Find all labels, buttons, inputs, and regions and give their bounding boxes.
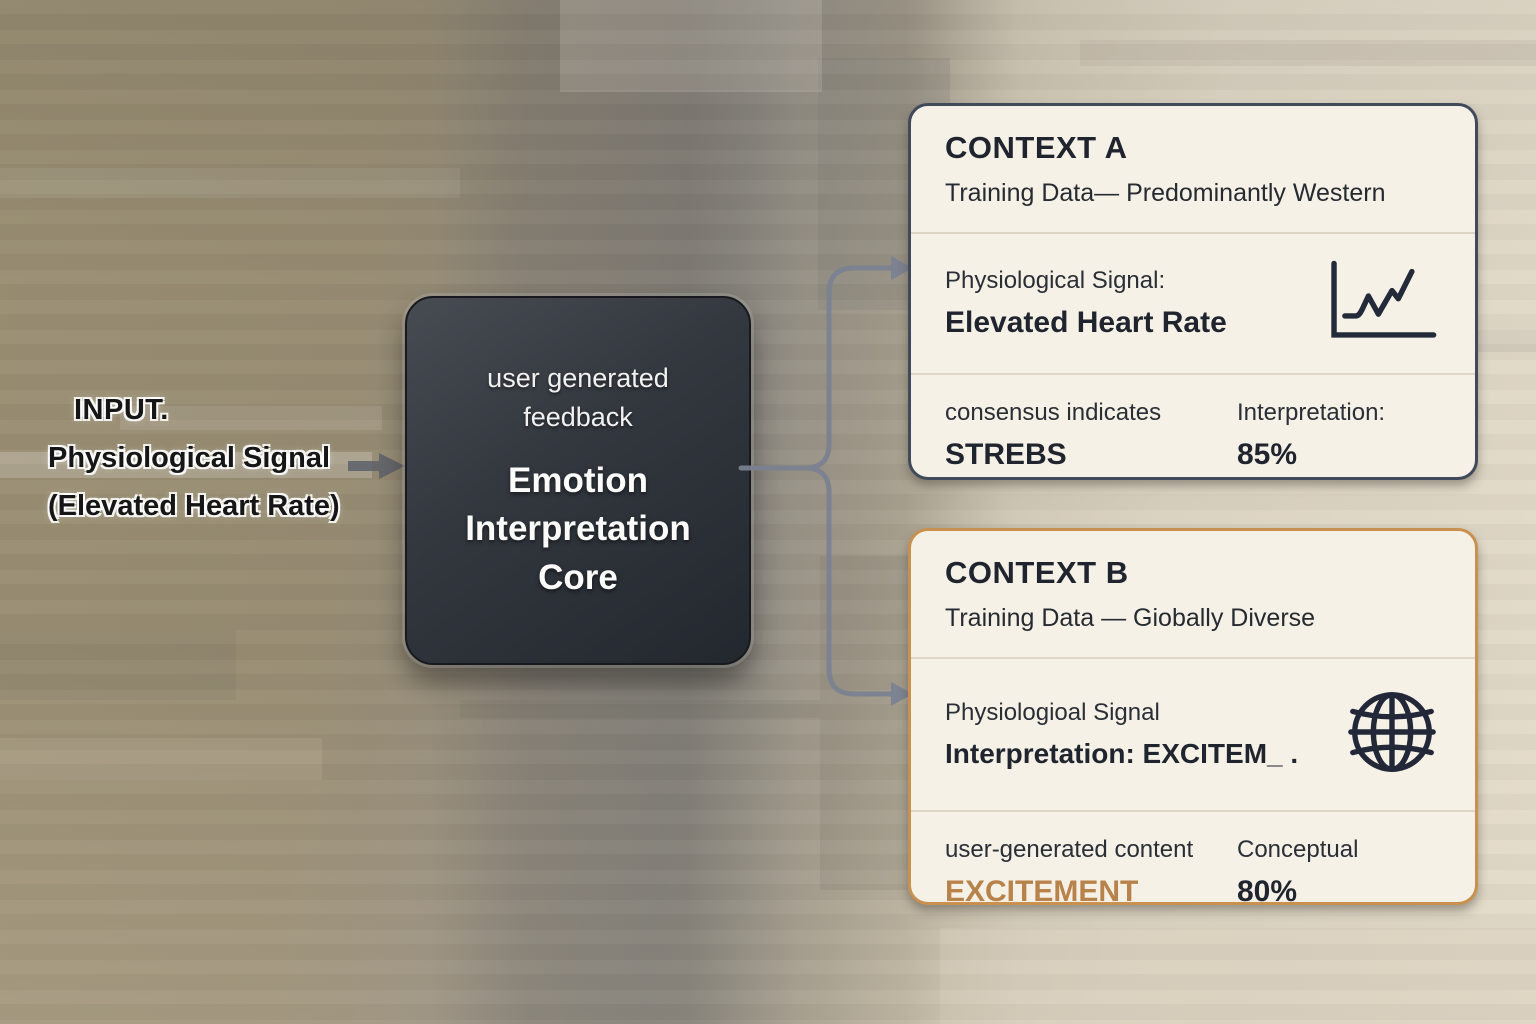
emotion-interpretation-core-box: user generated feedback Emotion Interpre… <box>405 296 751 665</box>
context-a-consensus-label: consensus indicates <box>945 399 1162 426</box>
context-b-conceptual-label: Conceptual <box>1237 836 1359 863</box>
context-b-result-section: user-generated content EXCITEMENT Concep… <box>911 810 1475 933</box>
context-a-signal-value: Elevated Heart Rate <box>945 306 1227 339</box>
context-b-signal-section: Physiologioal Signal Interpretation: EXC… <box>911 657 1475 810</box>
context-b-content-value: EXCITEMENT <box>945 875 1139 908</box>
background-streak <box>940 928 1536 1024</box>
context-a-signal-label: Physiological Signal: <box>945 267 1166 294</box>
globe-icon <box>1343 683 1441 786</box>
context-b-conceptual-value: 80% <box>1237 875 1298 908</box>
context-a-header: CONTEXT A Training Data— Predominantly W… <box>911 106 1475 232</box>
input-detail-line: (Elevated Heart Rate) <box>48 490 340 522</box>
context-b-title: CONTEXT B <box>945 555 1129 590</box>
background-streak <box>560 0 822 92</box>
context-b-signal-label: Physiologioal Signal <box>945 699 1160 726</box>
background-streak <box>0 452 372 478</box>
context-b-content-label: user-generated content <box>945 836 1194 863</box>
context-b-header: CONTEXT B Training Data — Giobally Diver… <box>911 531 1475 657</box>
context-a-result-section: consensus indicates STREBS Interpretatio… <box>911 373 1475 496</box>
context-b-subtitle: Training Data — Giobally Diverse <box>945 604 1316 632</box>
context-a-subtitle: Training Data— Predominantly Western <box>945 179 1386 207</box>
background-streak <box>460 700 820 718</box>
background-streak <box>0 630 236 700</box>
context-a-consensus-value: STREBS <box>945 438 1067 471</box>
input-title: INPUT. <box>74 394 169 426</box>
core-subtitle: user generated feedback <box>487 362 669 433</box>
background-streak <box>1080 40 1536 66</box>
context-a-interpretation-label: Interpretation: <box>1237 399 1386 426</box>
context-a-interpretation-value: 85% <box>1237 438 1298 471</box>
background-streak <box>0 168 460 198</box>
background-streak <box>0 738 322 780</box>
line-chart-icon <box>1323 258 1441 349</box>
split-arrow-icon <box>738 256 913 706</box>
background-streak <box>120 406 382 430</box>
context-b-card: CONTEXT B Training Data — Giobally Diver… <box>908 528 1478 908</box>
context-b-signal-value: Interpretation: EXCITEM_ . <box>945 738 1299 769</box>
core-title: Emotion Interpretation Core <box>465 461 691 597</box>
context-a-title: CONTEXT A <box>945 130 1128 165</box>
context-a-card: CONTEXT A Training Data— Predominantly W… <box>908 103 1478 480</box>
context-a-signal-section: Physiological Signal: Elevated Heart Rat… <box>911 232 1475 373</box>
input-label-block: INPUT. Physiological Signal (Elevated He… <box>48 394 378 523</box>
arrow-right-icon <box>348 453 405 479</box>
input-signal-line: Physiological Signal <box>48 442 331 474</box>
